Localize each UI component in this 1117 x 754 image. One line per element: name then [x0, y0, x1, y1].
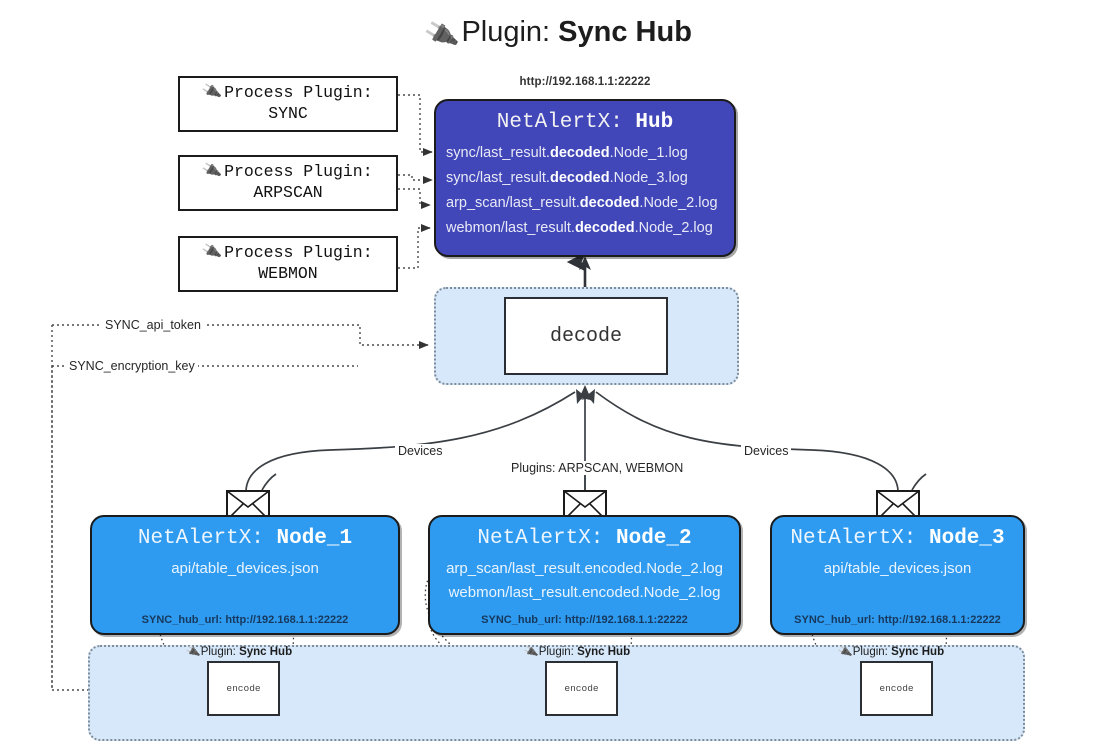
hub-log-line: arp_scan/last_result.decoded.Node_2.log [436, 191, 734, 216]
log-post: .Node_1.log [609, 145, 688, 161]
hub-node-box[interactable]: NetAlertX: Hub sync/last_result.decoded.… [434, 99, 736, 257]
encode-caption-prefix: Plugin: [200, 646, 240, 658]
node-title-prefix: NetAlertX: [137, 527, 277, 550]
node-line-list: api/table_devices.json [92, 557, 398, 581]
edge-label-plugins: Plugins: ARPSCAN, WEBMON [508, 461, 687, 475]
plug-icon: 🔌 [522, 644, 540, 660]
node-line-list: arp_scan/last_result.encoded.Node_2.log … [430, 557, 739, 606]
process-plugin-line1: 🔌 Process Plugin: [201, 161, 373, 183]
encode-caption-3: 🔌Plugin: Sync Hub [836, 644, 945, 660]
hub-title-prefix: NetAlertX: [496, 111, 636, 134]
encode-caption-prefix: Plugin: [538, 646, 578, 658]
log-post: .Node_2.log [634, 219, 713, 236]
log-pre: sync/last_result. [446, 169, 550, 186]
node-line: arp_scan/last_result.encoded.Node_2.log [446, 560, 723, 577]
encode-caption-2: 🔌Plugin: Sync Hub [522, 644, 631, 660]
log-pre: webmon/last_result. [446, 219, 575, 236]
node-title-name: Node_1 [276, 527, 353, 550]
plug-icon: 🔌 [184, 644, 202, 660]
edge-label-devices-right: Devices [741, 444, 792, 458]
node-box-1[interactable]: NetAlertX: Node_1 api/table_devices.json… [90, 515, 400, 635]
hub-log-line: webmon/last_result.decoded.Node_2.log [436, 216, 734, 241]
process-plugin-box-sync[interactable]: 🔌 Process Plugin: SYNC [178, 76, 398, 132]
node-footer: SYNC_hub_url: http://192.168.1.1:22222 [141, 614, 349, 626]
log-pre: sync/last_result. [446, 145, 550, 161]
node-line-list: api/table_devices.json [772, 557, 1023, 581]
process-plugin-name: WEBMON [258, 264, 318, 283]
encode-caption-prefix: Plugin: [852, 646, 892, 658]
hub-log-line: sync/last_result.decoded.Node_1.log [436, 141, 734, 166]
encode-box-3[interactable]: encode [860, 661, 933, 716]
edge-label-api-token: SYNC_api_token [102, 318, 204, 332]
encode-box-1[interactable]: encode [207, 661, 280, 716]
node-title-prefix: NetAlertX: [477, 527, 616, 550]
edge-label-encryption-key: SYNC_encryption_key [66, 359, 198, 373]
encode-caption-name: Sync Hub [891, 646, 945, 658]
encode-caption-name: Sync Hub [239, 646, 293, 658]
node-title: NetAlertX: Node_1 [92, 527, 398, 550]
node-line: api/table_devices.json [823, 560, 972, 577]
log-post: .Node_3.log [609, 169, 688, 186]
log-mid: decoded [549, 169, 610, 186]
process-plugin-name: SYNC [268, 104, 308, 123]
hub-url-label: http://192.168.1.1:22222 [519, 76, 651, 88]
node-title: NetAlertX: Node_3 [772, 527, 1023, 550]
node-title-name: Node_2 [616, 527, 692, 550]
hub-title: NetAlertX: Hub [436, 111, 734, 134]
process-plugin-label: Process Plugin: [224, 162, 373, 182]
log-post: .Node_2.log [639, 194, 718, 211]
encode-caption-name: Sync Hub [577, 646, 631, 658]
process-plugin-line1: 🔌 Process Plugin: [201, 242, 373, 264]
page-title-name: Sync Hub [558, 16, 692, 48]
plug-icon: 🔌 [836, 644, 854, 660]
edge-label-devices-left: Devices [395, 444, 446, 458]
plug-icon: 🔌 [421, 15, 461, 53]
process-plugin-label: Process Plugin: [224, 83, 373, 103]
log-mid: decoded [549, 145, 610, 161]
page-title-prefix: Plugin: [461, 16, 559, 48]
node-title-prefix: NetAlertX: [790, 527, 929, 550]
node-title-name: Node_3 [929, 527, 1005, 550]
decode-box[interactable]: decode [504, 297, 668, 375]
node-line: api/table_devices.json [171, 560, 319, 577]
hub-log-list: sync/last_result.decoded.Node_1.log sync… [436, 141, 734, 241]
process-plugin-label: Process Plugin: [224, 243, 373, 263]
node-footer: SYNC_hub_url: http://192.168.1.1:22222 [481, 614, 688, 626]
plug-icon: 🔌 [201, 161, 224, 183]
process-plugin-box-arpscan[interactable]: 🔌 Process Plugin: ARPSCAN [178, 155, 398, 211]
encode-box-2[interactable]: encode [545, 661, 618, 716]
node-footer: SYNC_hub_url: http://192.168.1.1:22222 [794, 614, 1001, 626]
node-line: webmon/last_result.encoded.Node_2.log [448, 584, 721, 602]
hub-title-name: Hub [635, 111, 674, 134]
log-mid: decoded [579, 194, 640, 211]
page-title: 🔌Plugin: Sync Hub [0, 16, 1117, 53]
process-plugin-name: ARPSCAN [253, 183, 323, 202]
process-plugin-line1: 🔌 Process Plugin: [201, 82, 373, 104]
node-box-2[interactable]: NetAlertX: Node_2 arp_scan/last_result.e… [428, 515, 741, 635]
log-pre: arp_scan/last_result. [446, 194, 580, 211]
plug-icon: 🔌 [201, 82, 224, 104]
encode-caption-1: 🔌Plugin: Sync Hub [184, 644, 293, 660]
log-mid: decoded [574, 219, 635, 236]
hub-log-line: sync/last_result.decoded.Node_3.log [436, 166, 734, 191]
node-box-3[interactable]: NetAlertX: Node_3 api/table_devices.json… [770, 515, 1025, 635]
process-plugin-box-webmon[interactable]: 🔌 Process Plugin: WEBMON [178, 236, 398, 292]
node-title: NetAlertX: Node_2 [430, 527, 739, 550]
plug-icon: 🔌 [201, 242, 224, 264]
